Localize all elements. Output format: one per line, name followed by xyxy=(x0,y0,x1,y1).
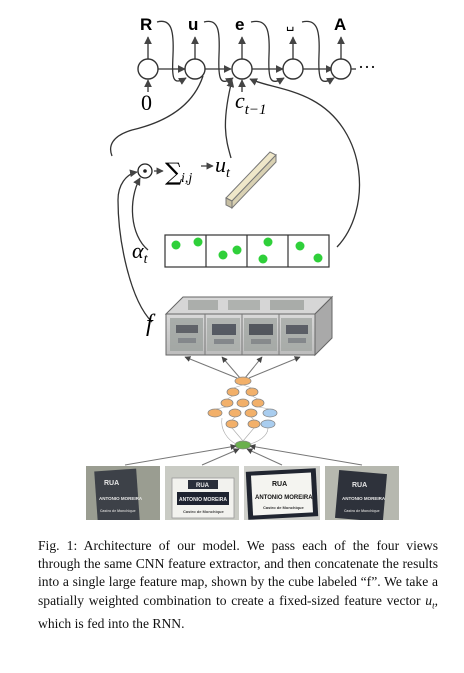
figure-caption: Fig. 1: Architecture of our model. We pa… xyxy=(38,537,438,633)
alpha-label: αt xyxy=(132,238,149,267)
feature-vector-ut xyxy=(225,151,277,210)
svg-text:Castro de Monchique: Castro de Monchique xyxy=(263,505,304,510)
svg-text:RUA: RUA xyxy=(272,481,287,488)
caption-text: Fig. 1: Architecture of our model. We pa… xyxy=(38,538,438,608)
svg-text:RUA: RUA xyxy=(352,482,367,489)
caption-symbol: ut xyxy=(425,592,435,611)
svg-text:Castro de Monchique: Castro de Monchique xyxy=(100,509,136,513)
architecture-diagram: R u e ␣ A ··· 0 ct−1 ∑ i,j ut αt xyxy=(86,15,399,520)
output-char-5: A xyxy=(334,15,346,34)
attention-sum: ∑ i,j ut xyxy=(137,151,277,210)
output-char-1: R xyxy=(140,15,152,34)
output-char-3: e xyxy=(235,15,244,34)
svg-text:Castro de Monchique: Castro de Monchique xyxy=(183,509,224,514)
context-label: ct−1 xyxy=(235,88,267,118)
rnn-cells xyxy=(137,58,352,80)
feature-map-label: f xyxy=(146,311,156,337)
sum-symbol: ∑ xyxy=(165,158,182,186)
input-view-1: RUA ANTONIO MOREIRA Castro de Monchique xyxy=(86,466,160,520)
feature-map-cube xyxy=(164,295,334,357)
cnn-to-cube-arrows xyxy=(184,356,301,379)
input-view-2: RUA ANTONIO MOREIRA Castro de Monchique xyxy=(165,466,239,520)
svg-text:ANTONIO MOREIRA: ANTONIO MOREIRA xyxy=(179,497,227,503)
svg-text:Castro de Monchique: Castro de Monchique xyxy=(344,509,380,513)
output-char-2: u xyxy=(188,15,198,34)
cnn-feature-extractor xyxy=(207,376,278,450)
ut-label: ut xyxy=(215,152,231,181)
svg-text:ANTONIO MOREIRA: ANTONIO MOREIRA xyxy=(255,495,313,501)
sum-subscript: i,j xyxy=(181,171,192,186)
svg-text:ANTONIO MOREIRA: ANTONIO MOREIRA xyxy=(342,496,386,501)
svg-text:RUA: RUA xyxy=(196,483,210,489)
output-char-4: ␣ xyxy=(286,16,294,31)
rnn-decoder xyxy=(109,20,361,248)
caption-suffix: , which is fed into the RNN. xyxy=(38,592,438,631)
svg-text:RUA: RUA xyxy=(104,480,119,487)
views-to-cnn-arrows xyxy=(124,443,363,466)
attention-maps xyxy=(164,234,330,268)
input-view-4: RUA ANTONIO MOREIRA Castro de Monchique xyxy=(325,466,399,520)
ellipsis: ··· xyxy=(358,57,376,77)
input-view-3: RUA ANTONIO MOREIRA Castro de Monchique xyxy=(244,466,320,520)
attention-arrows xyxy=(117,169,153,323)
initial-input: 0 xyxy=(141,90,152,115)
svg-text:ANTONIO MOREIRA: ANTONIO MOREIRA xyxy=(99,496,143,501)
odot-operator xyxy=(137,163,153,179)
